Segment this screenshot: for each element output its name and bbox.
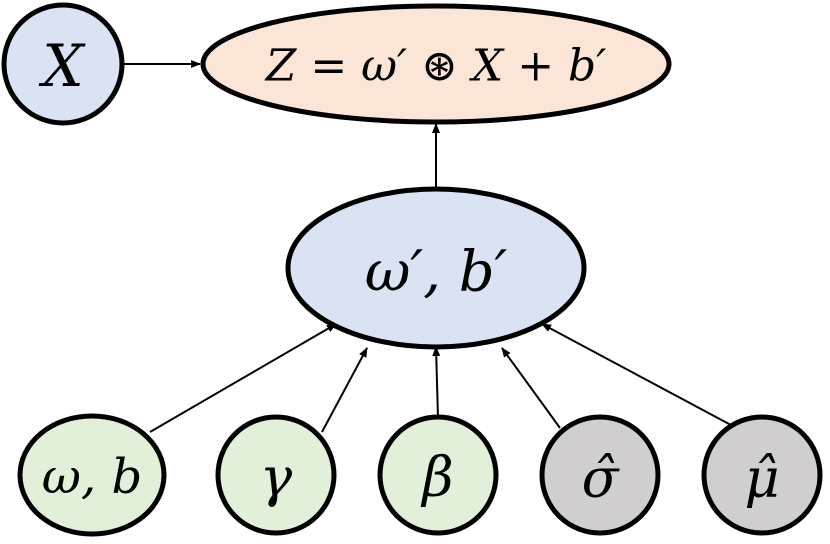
node-mu-hat-shape: [701, 414, 823, 536]
edge-mu-to-params: [541, 323, 745, 433]
edge-sigma-to-params: [501, 347, 561, 429]
node-mu-hat: μ̂: [701, 414, 823, 536]
node-beta-shape: [377, 414, 499, 536]
node-gamma-label: γ: [260, 446, 293, 509]
node-weight-bias: ω, b: [17, 413, 167, 537]
node-z-output-shape: [200, 3, 672, 125]
node-z-output-label: Z = ω′ ⊛ X + b′: [264, 41, 606, 92]
node-x-input-label: X: [38, 32, 86, 100]
node-beta-label: β: [420, 446, 453, 509]
node-gamma: γ: [215, 414, 337, 536]
edge-gamma-to-params: [321, 347, 368, 433]
node-fused-params-shape: [285, 186, 587, 350]
node-beta: β: [377, 414, 499, 536]
node-z-output: Z = ω′ ⊛ X + b′: [200, 3, 672, 125]
node-sigma-hat: σ̂: [539, 414, 661, 536]
node-sigma-hat-shape: [539, 414, 661, 536]
node-fused-params-label: ω′, b′: [365, 240, 508, 305]
node-fused-params: ω′, b′: [285, 186, 587, 350]
node-weight-bias-label: ω, b: [42, 449, 142, 505]
node-gamma-shape: [215, 414, 337, 536]
edge-weight-bias-to-params: [149, 323, 337, 433]
node-x-input-shape: [1, 2, 125, 126]
node-weight-bias-shape: [17, 413, 167, 537]
node-sigma-hat-label: σ̂: [582, 447, 621, 510]
node-x-input: X: [1, 2, 125, 126]
node-mu-hat-label: μ̂: [744, 447, 779, 510]
edge-beta-to-params: [432, 346, 441, 419]
